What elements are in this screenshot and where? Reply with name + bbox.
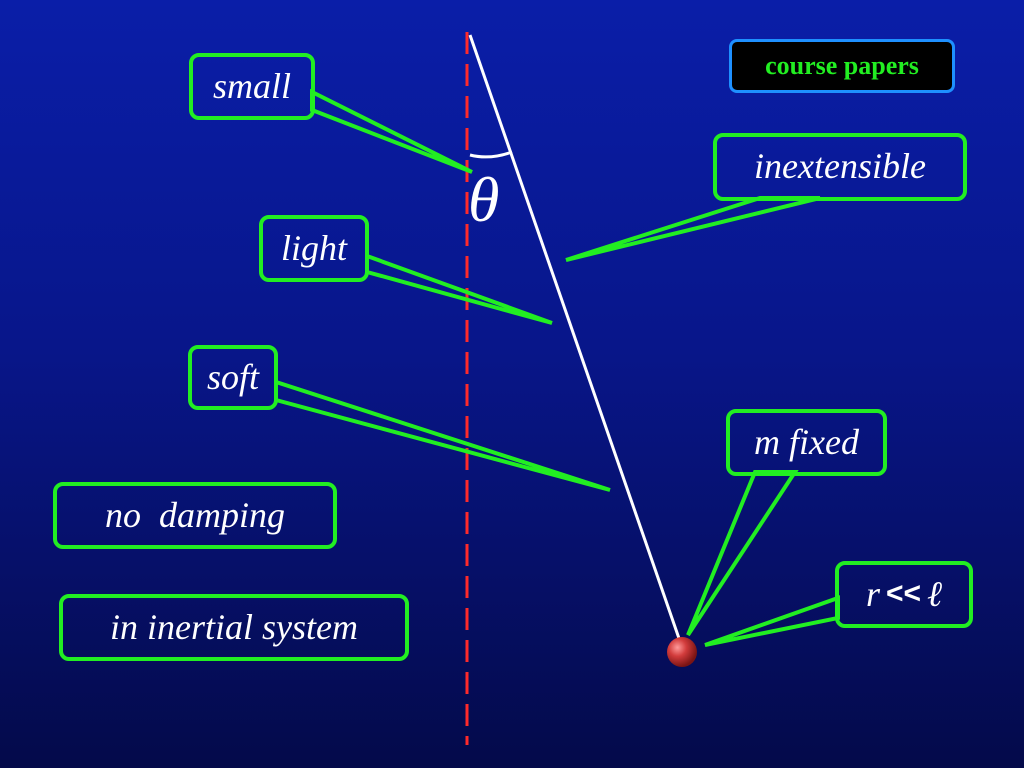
callout-inertial-system: in inertial system <box>59 594 409 661</box>
radius-r-label: r <box>865 573 880 614</box>
pendulum-bob <box>667 637 697 667</box>
much-less-than-label: << <box>885 576 922 610</box>
pointer-small <box>310 88 473 174</box>
callout-light: light <box>259 215 369 282</box>
callout-soft: soft <box>188 345 278 410</box>
callout-inextensible: inextensible <box>713 133 967 201</box>
course-papers-badge[interactable]: course papers <box>729 39 955 93</box>
pointer-radius <box>704 595 840 647</box>
pointer-soft <box>274 379 611 492</box>
angle-arc <box>469 150 513 159</box>
callout-no-damping: no damping <box>53 482 337 549</box>
callout-small: small <box>189 53 315 120</box>
callout-m-fixed: m fixed <box>726 409 887 476</box>
pointer-inextensible <box>565 196 821 262</box>
angle-symbol: θ <box>468 164 500 235</box>
pointer-m-fixed <box>686 470 799 637</box>
pendulum-string <box>468 34 685 651</box>
pointer-light <box>365 253 553 325</box>
callout-radius-condition: r << ℓ <box>835 561 973 628</box>
length-ell-label: ℓ <box>927 573 943 614</box>
